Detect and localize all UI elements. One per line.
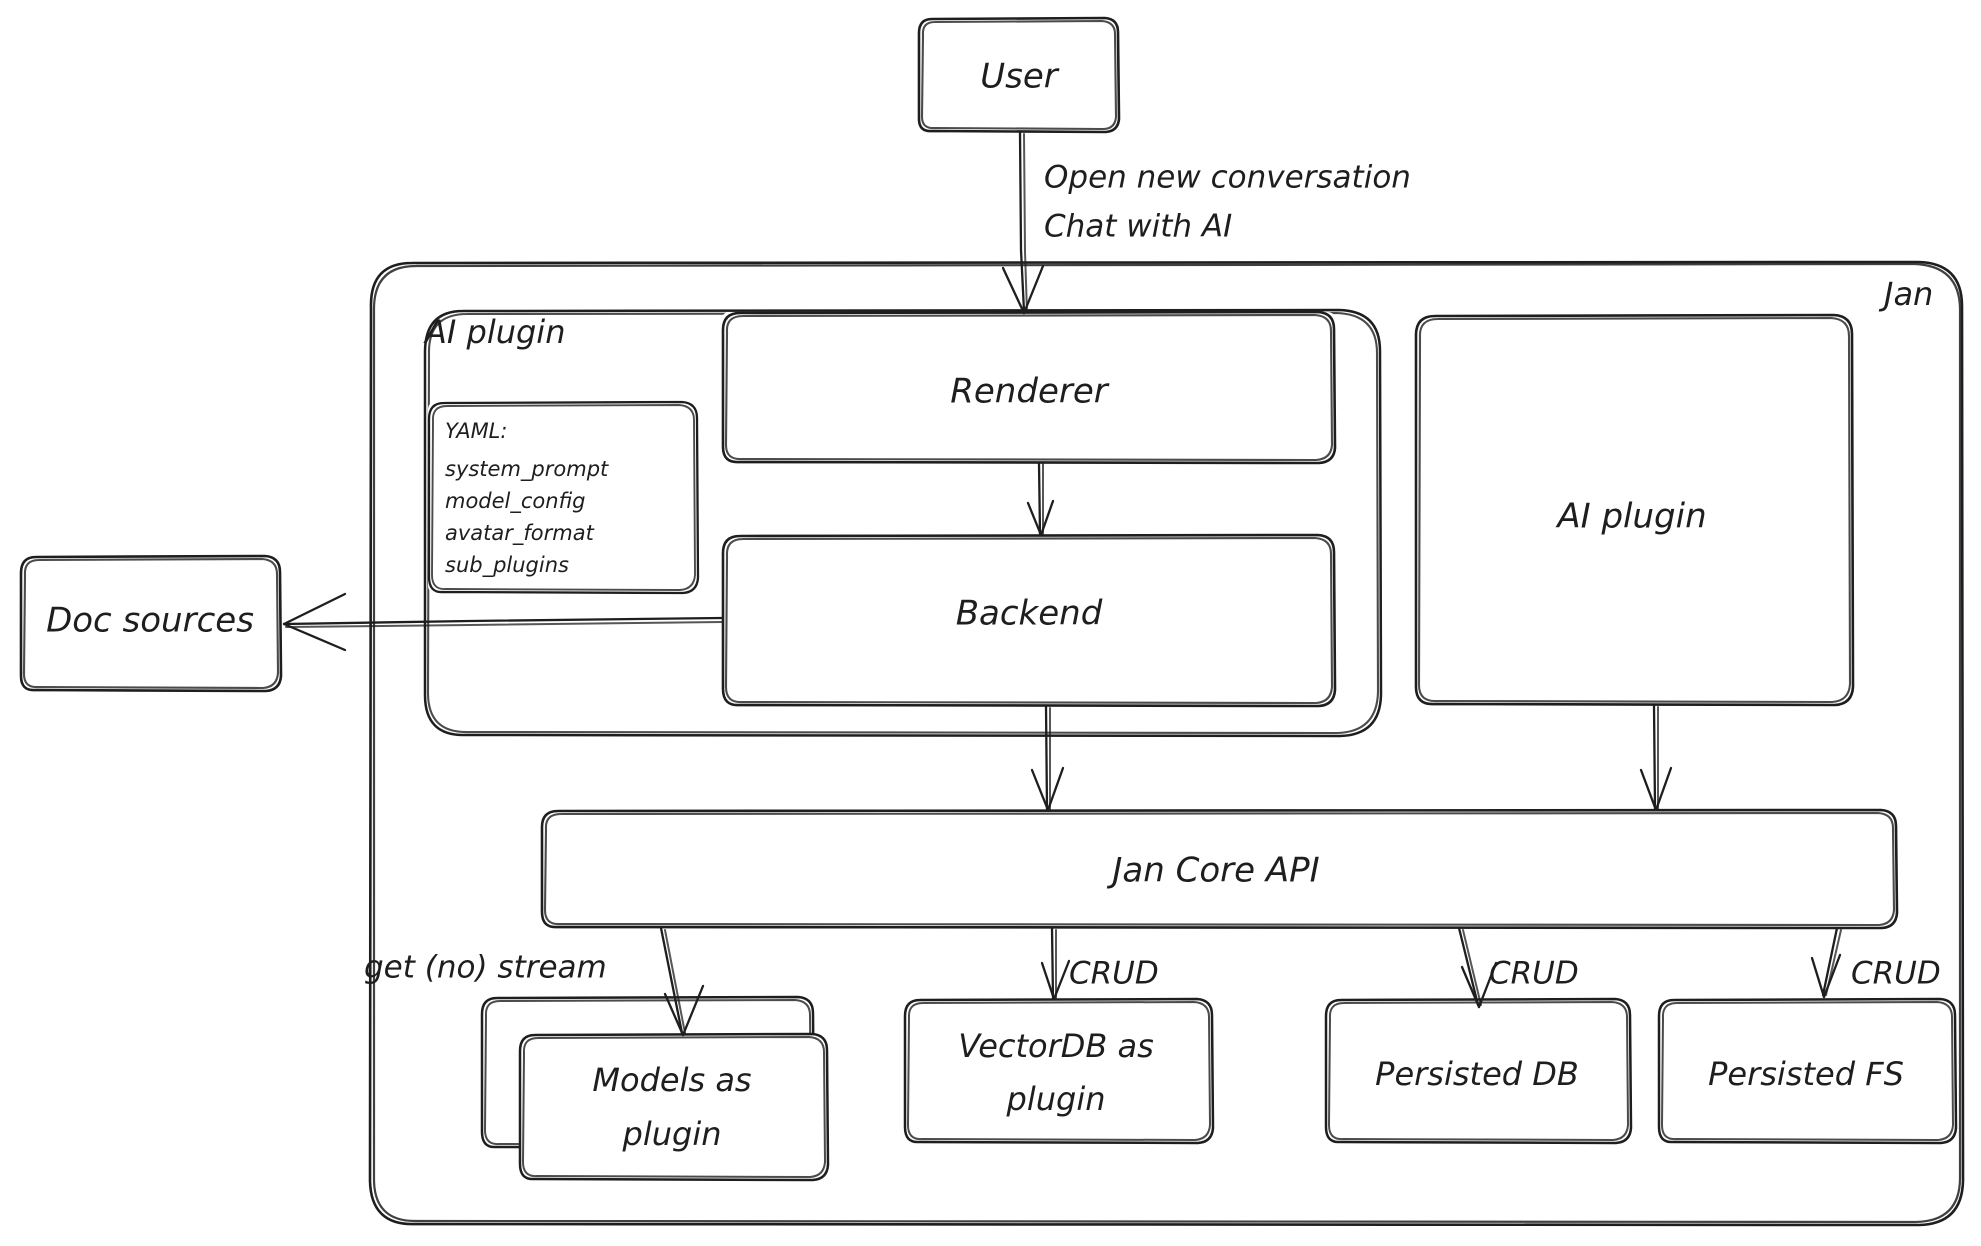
node-vectordb-as-plugin-label-line2: plugin [1006,1080,1106,1118]
node-backend-label: Backend [956,594,1103,634]
node-renderer[interactable] [721,310,1337,465]
node-doc-sources-label: Doc sources [46,601,254,641]
yaml-note-key-avatar-format: avatar_format [445,521,595,546]
node-persisted-db-label: Persisted DB [1375,1055,1579,1093]
container-jan-label: Jan [1878,275,1933,313]
edge-jan-core-api-to-persisted-db [1457,926,1498,1009]
node-user[interactable] [917,16,1121,134]
node-models-as-plugin-label-line2: plugin [622,1115,722,1153]
node-persisted-fs-label: Persisted FS [1708,1055,1904,1093]
edge-ai-plugin-to-jan-core-api [1639,703,1673,812]
edge-label-chat-with-ai: Chat with AI [1044,209,1232,245]
edge-label-crud-vectordb: CRUD [1069,956,1159,992]
edge-jan-core-api-to-vectordb [1040,926,1071,1001]
edge-label-crud-persisted-fs: CRUD [1851,956,1941,992]
node-persisted-db[interactable] [1324,997,1633,1145]
node-persisted-fs[interactable] [1657,997,1958,1145]
edge-label-get-no-stream: get (no) stream [364,950,607,986]
edge-label-crud-persisted-db: CRUD [1489,956,1579,992]
edge-jan-core-api-to-persisted-fs [1810,926,1842,999]
yaml-note-key-sub-plugins: sub_plugins [445,553,569,578]
edge-backend-to-jan-core-api [1030,704,1065,812]
node-renderer-label: Renderer [950,372,1109,412]
node-doc-sources[interactable] [19,554,283,693]
node-vectordb-as-plugin[interactable] [903,997,1215,1145]
node-backend[interactable] [721,533,1337,708]
node-jan-core-api-label: Jan Core API [1106,851,1319,891]
yaml-note-key-system-prompt: system_prompt [445,457,609,482]
node-vectordb-as-plugin-label-line1: VectorDB as [958,1027,1154,1065]
edge-label-open-new-conversation: Open new conversation [1044,160,1411,196]
yaml-note-title: YAML: [445,419,507,443]
node-ai-plugin-right[interactable] [1414,313,1855,707]
node-ai-plugin-right-label: AI plugin [1555,497,1706,537]
edge-jan-core-api-to-models [659,926,705,1037]
yaml-note-key-model-config: model_config [445,489,586,514]
edge-user-to-renderer [1001,130,1045,315]
node-models-as-plugin-label-line1: Models as [592,1061,751,1099]
container-ai-plugin-group-label: AI plugin [423,313,565,351]
edge-renderer-to-backend [1026,461,1055,537]
node-user-label: User [980,57,1060,97]
node-models-as-plugin[interactable] [518,1032,830,1182]
edge-backend-to-doc-sources [282,592,724,652]
node-jan-core-api[interactable] [540,808,1899,930]
node-yaml-note [427,400,700,595]
